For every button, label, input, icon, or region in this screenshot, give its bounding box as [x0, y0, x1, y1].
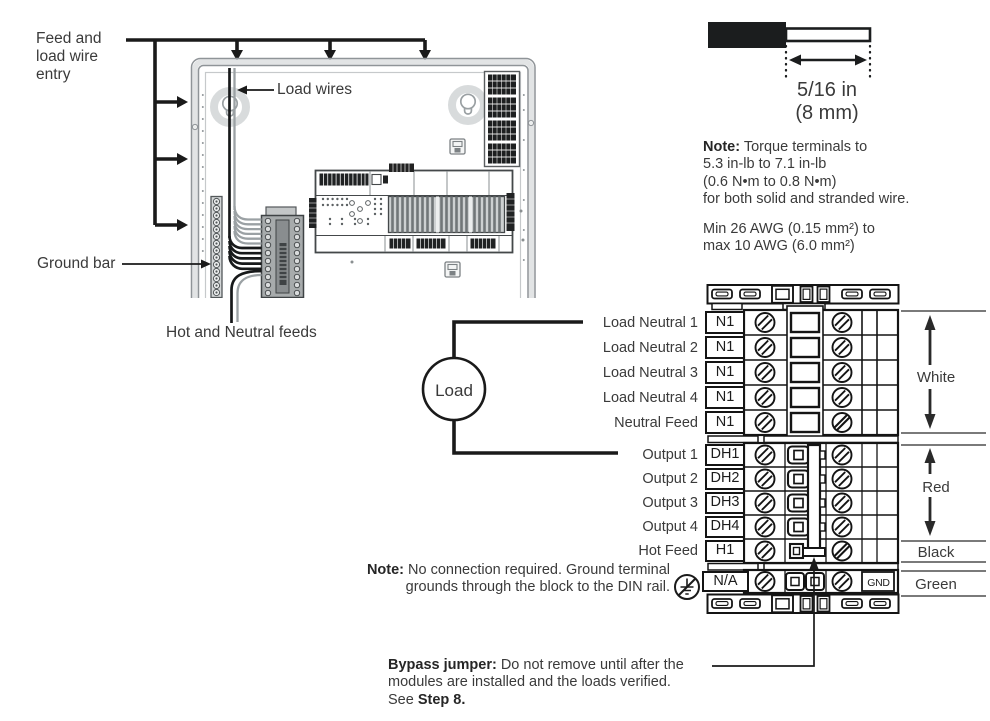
terminal-dh4: DH4: [710, 518, 740, 534]
row-label-load-neutral-2: Load Neutral 2: [602, 340, 698, 356]
ground-note-label: Note:: [366, 562, 405, 578]
terminal-n1-1: N1: [715, 314, 735, 330]
strip-length-in-label: 5/16 in: [796, 79, 858, 101]
terminal-n1-2: N1: [715, 339, 735, 355]
wire-color-brackets: [901, 310, 986, 597]
wire-color-white: White: [916, 369, 956, 386]
din-clip-lower: [444, 261, 461, 278]
top-right-connector-bank: [483, 70, 521, 168]
terminal-na: N/A: [713, 573, 738, 589]
row-label-output-4: Output 4: [642, 519, 698, 535]
wire-color-green: Green: [915, 576, 957, 593]
ground-bar-label: Ground bar: [37, 255, 116, 272]
terminal-n1-4: N1: [715, 389, 735, 405]
feed-entry-label: Feed and load wire entry: [36, 30, 102, 83]
enclosure-callout-arrows: [122, 85, 274, 269]
bypass-jumper-note: Bypass jumper: Do not remove until after…: [388, 657, 684, 708]
terminal-h1: H1: [715, 542, 735, 558]
feed-entry-lines: [126, 38, 431, 231]
terminal-n1-3: N1: [715, 364, 735, 380]
bypass-note-label: Bypass jumper:: [388, 657, 497, 673]
ground-note: Note: No connection required. Ground ter…: [366, 562, 670, 596]
row-label-load-neutral-1: Load Neutral 1: [602, 315, 698, 331]
terminal-block-graphic: [702, 284, 900, 614]
terminal-n1-5: N1: [715, 414, 735, 430]
load-circle-graphic: [421, 320, 618, 455]
load-circle-label: Load: [435, 381, 473, 400]
row-label-output-2: Output 2: [642, 471, 698, 487]
row-label-load-neutral-4: Load Neutral 4: [602, 390, 698, 406]
bypass-jumper-callout-line: [712, 557, 819, 667]
ground-bar-graphic: [210, 195, 223, 298]
hot-neutral-feeds-label: Hot and Neutral feeds: [166, 324, 317, 341]
row-label-output-1: Output 1: [642, 447, 698, 463]
strip-length-mm-label: (8 mm): [795, 102, 859, 124]
row-label-output-3: Output 3: [642, 495, 698, 511]
torque-note: Note: Torque terminals to 5.3 in-lb to 7…: [703, 139, 990, 209]
load-terminal-block-graphic: [260, 206, 305, 298]
terminal-dh2: DH2: [710, 470, 740, 486]
wire-range-note: Min 26 AWG (0.15 mm²) to max 10 AWG (6.0…: [703, 221, 875, 255]
row-label-hot-feed: Hot Feed: [638, 543, 698, 559]
torque-note-text: Torque terminals to 5.3 in-lb to 7.1 in-…: [703, 139, 910, 208]
wire-color-black: Black: [917, 544, 955, 561]
torque-note-label: Note:: [703, 139, 741, 155]
terminal-dh1: DH1: [710, 446, 740, 462]
enclosure-outline: [190, 57, 536, 298]
row-label-load-neutral-3: Load Neutral 3: [602, 365, 698, 381]
keyhole-right: [448, 85, 488, 125]
din-clip-upper: [449, 138, 466, 155]
wire-color-red: Red: [922, 479, 950, 496]
no-ground-icon: [674, 574, 700, 600]
terminal-dh3: DH3: [710, 494, 740, 510]
wire-strip-gauge: [708, 22, 872, 80]
load-wires-graphic: [228, 68, 262, 323]
row-label-neutral-feed: Neutral Feed: [614, 415, 698, 431]
terminal-gnd: GND: [867, 577, 890, 589]
load-wires-label: Load wires: [277, 81, 352, 98]
bypass-jumper-graphic: [802, 443, 826, 557]
control-module: [309, 163, 525, 264]
